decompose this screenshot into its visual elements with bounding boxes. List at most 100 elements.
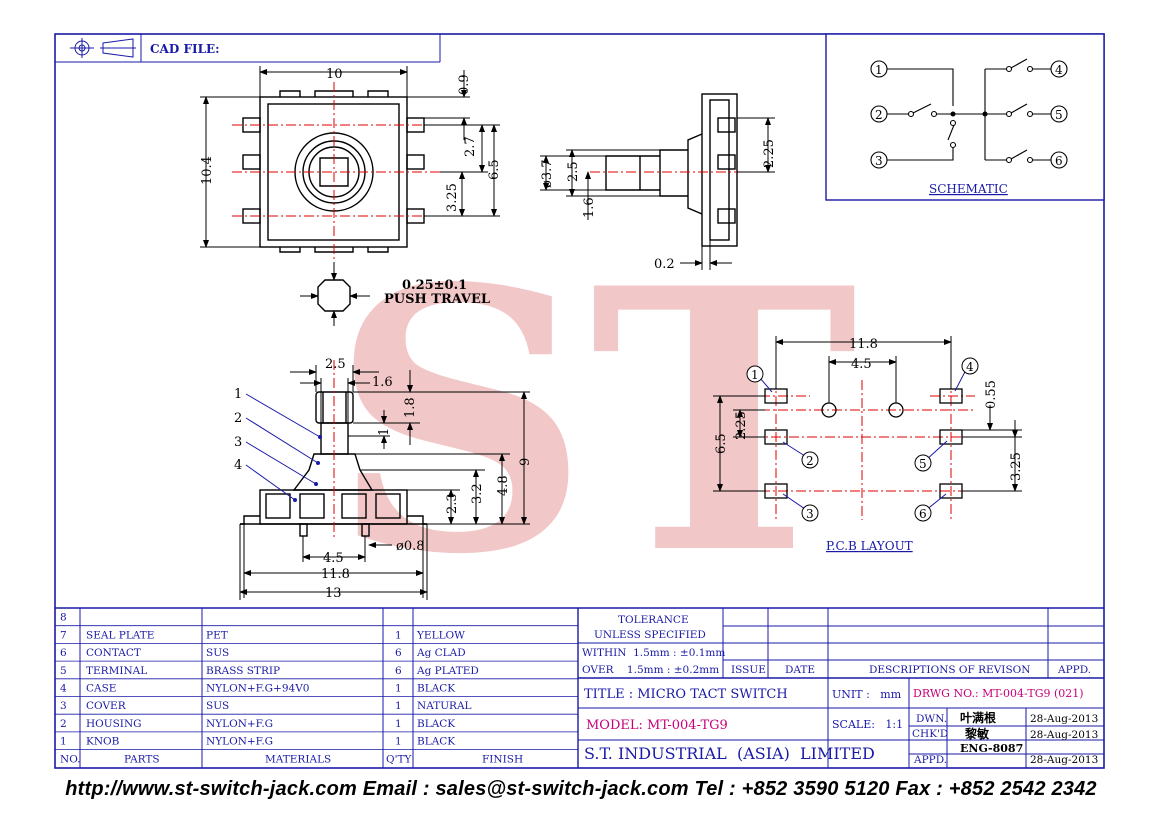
tolerance-line2: UNLESS SPECIFIED <box>594 629 706 641</box>
bom-cell-material: NYLON+F.G+94V0 <box>206 683 309 695</box>
cad-file-label: CAD FILE: <box>150 42 220 56</box>
title-block: TOLERANCE UNLESS SPECIFIED WITHIN 1.5mm … <box>578 608 1104 768</box>
bom-cell-finish: BLACK <box>417 683 455 695</box>
pcb-layout: 1 2 3 4 5 6 11.8 4.5 6.5 2.25 0.55 3.25 … <box>713 336 1024 553</box>
schematic: 1 2 3 4 5 6 SCHEMATIC <box>825 33 1105 201</box>
bom-cell-finish: YELLOW <box>416 629 465 641</box>
pcb-dim-b: 4.5 <box>851 357 872 372</box>
pcb-pin-5: 5 <box>919 457 927 471</box>
dwn-name: 叶满根 <box>960 710 996 725</box>
bom-header-part: PARTS <box>124 753 160 765</box>
schematic-pin-2: 2 <box>875 108 883 122</box>
chkd-name: 黎敏 <box>965 726 990 741</box>
bom-cell-part: CASE <box>86 683 116 695</box>
appd-date: 28-Aug-2013 <box>1030 754 1098 766</box>
bom-cell-qty: 1 <box>395 629 402 641</box>
pcb-dim-e: 0.55 <box>984 380 999 409</box>
issue-header: ISSUE <box>731 664 766 676</box>
top-dim-width: 10 <box>326 67 343 82</box>
bom-cell-no: 2 <box>60 718 67 730</box>
bom-cell-material: SUS <box>206 700 229 712</box>
pcb-dim-f: 3.25 <box>1009 452 1024 481</box>
side-dim-dia: ø3.7 <box>540 159 555 188</box>
front-dim-r2: 1 <box>377 428 392 436</box>
bom-header-no: NO. <box>60 753 81 765</box>
top-view: 10 10.4 0.9 2.7 6.5 3.25 <box>200 66 502 262</box>
bom-cell-part: CONTACT <box>86 647 141 659</box>
bom-cell-no: 1 <box>60 736 67 748</box>
bom-cell-part: COVER <box>86 700 127 712</box>
bom-cell-qty: 1 <box>395 700 402 712</box>
push-travel-detail: 0.25±0.1 PUSH TRAVEL <box>300 262 490 326</box>
callout-1: 1 <box>234 387 242 402</box>
schematic-pin-1: 1 <box>875 63 883 77</box>
bom-cell-finish: BLACK <box>417 718 455 730</box>
bom-cell-material: NYLON+F.G <box>206 718 273 730</box>
bom-cell-finish: Ag PLATED <box>416 665 479 677</box>
front-dim-b3: 13 <box>325 586 342 601</box>
bom-cell-part: KNOB <box>86 736 120 748</box>
bom-cell-finish: Ag CLAD <box>416 647 466 659</box>
bom-cell-no: 8 <box>60 612 67 624</box>
pcb-title: P.C.B LAYOUT <box>826 539 913 553</box>
side-dim-b: 1.6 <box>582 197 597 218</box>
appd-header: APPD. <box>1057 664 1091 676</box>
drawing-title: TITLE : MICRO TACT SWITCH <box>584 687 788 702</box>
side-dim-d: 0.2 <box>654 257 675 272</box>
pcb-dim-d: 2.25 <box>734 411 749 440</box>
descriptions-header: DESCRIPTIONS OF REVISON <box>869 664 1030 676</box>
scale-label: SCALE: 1:1 <box>832 718 903 731</box>
top-dim-a: 0.9 <box>457 74 472 95</box>
bom-cell-qty: 6 <box>395 647 402 659</box>
bom-header-finish: FINISH <box>482 753 523 765</box>
front-dim-b1: 4.5 <box>323 551 344 566</box>
appd-label: APPD. <box>913 754 947 766</box>
pcb-pin-1: 1 <box>751 368 759 382</box>
bom-cell-qty: 6 <box>395 665 402 677</box>
bom-table: 8 7 SEAL PLATE PET 1 YELLOW 6 CONTACT SUS 6 Ag CLA… <box>55 607 1104 768</box>
bom-cell-finish: BLACK <box>417 736 455 748</box>
front-dim-top-b: 1.6 <box>372 375 393 390</box>
bom-cell-material: PET <box>206 629 228 641</box>
front-dim-r3: 9 <box>518 458 533 466</box>
model-number: MODEL: MT-004-TG9 <box>586 718 728 733</box>
front-dim-r4: 2.3 <box>445 493 460 514</box>
bom-cell-part: SEAL PLATE <box>86 629 154 641</box>
front-view: 1 2 3 4 2.5 1.6 1.8 1 9 2.3 3.2 4.8 4.5 … <box>234 357 533 601</box>
chkd-label: CHK'D <box>912 728 948 740</box>
pcb-pin-4: 4 <box>966 360 974 374</box>
front-dim-b2: 11.8 <box>321 567 350 582</box>
chkd-date: 28-Aug-2013 <box>1030 729 1098 741</box>
appd-name: ENG-8087 <box>960 742 1023 755</box>
drawing-number: DRWG NO.: MT-004-TG9 (021) <box>913 687 1084 700</box>
projection-symbol-icon <box>70 38 136 58</box>
pcb-dim-a: 11.8 <box>849 337 878 352</box>
pcb-pin-3: 3 <box>806 507 814 521</box>
tolerance-line1: TOLERANCE <box>618 614 689 626</box>
front-dim-r1: 1.8 <box>403 397 418 418</box>
top-dim-height: 10.4 <box>200 156 215 185</box>
watermark-st: ST <box>330 210 858 633</box>
bom-cell-no: 7 <box>60 629 67 641</box>
bom-cell-part: HOUSING <box>86 718 142 730</box>
front-dim-hole: ø0.8 <box>396 539 425 554</box>
bom-cell-material: NYLON+F.G <box>206 736 273 748</box>
callout-2: 2 <box>234 411 242 426</box>
schematic-pin-4: 4 <box>1055 63 1063 77</box>
front-dim-top-a: 2.5 <box>325 357 346 372</box>
top-dim-b: 2.7 <box>463 136 478 157</box>
top-dim-d: 3.25 <box>445 183 460 212</box>
side-dim-c: 2.25 <box>762 139 777 168</box>
bom-header-material: MATERIALS <box>265 753 331 765</box>
bom-cell-no: 4 <box>60 683 67 695</box>
callout-3: 3 <box>234 435 242 450</box>
push-travel-label: PUSH TRAVEL <box>384 292 490 307</box>
side-view: ø3.7 2.5 1.6 2.25 0.2 <box>540 93 777 272</box>
schematic-pin-6: 6 <box>1055 154 1063 168</box>
watermark-text: ST <box>330 210 858 633</box>
bom-cell-qty: 1 <box>395 718 402 730</box>
schematic-pin-5: 5 <box>1055 108 1063 122</box>
unit-label: UNIT : mm <box>832 688 902 701</box>
tolerance-over: OVER 1.5mm : ±0.2mm <box>582 664 719 676</box>
